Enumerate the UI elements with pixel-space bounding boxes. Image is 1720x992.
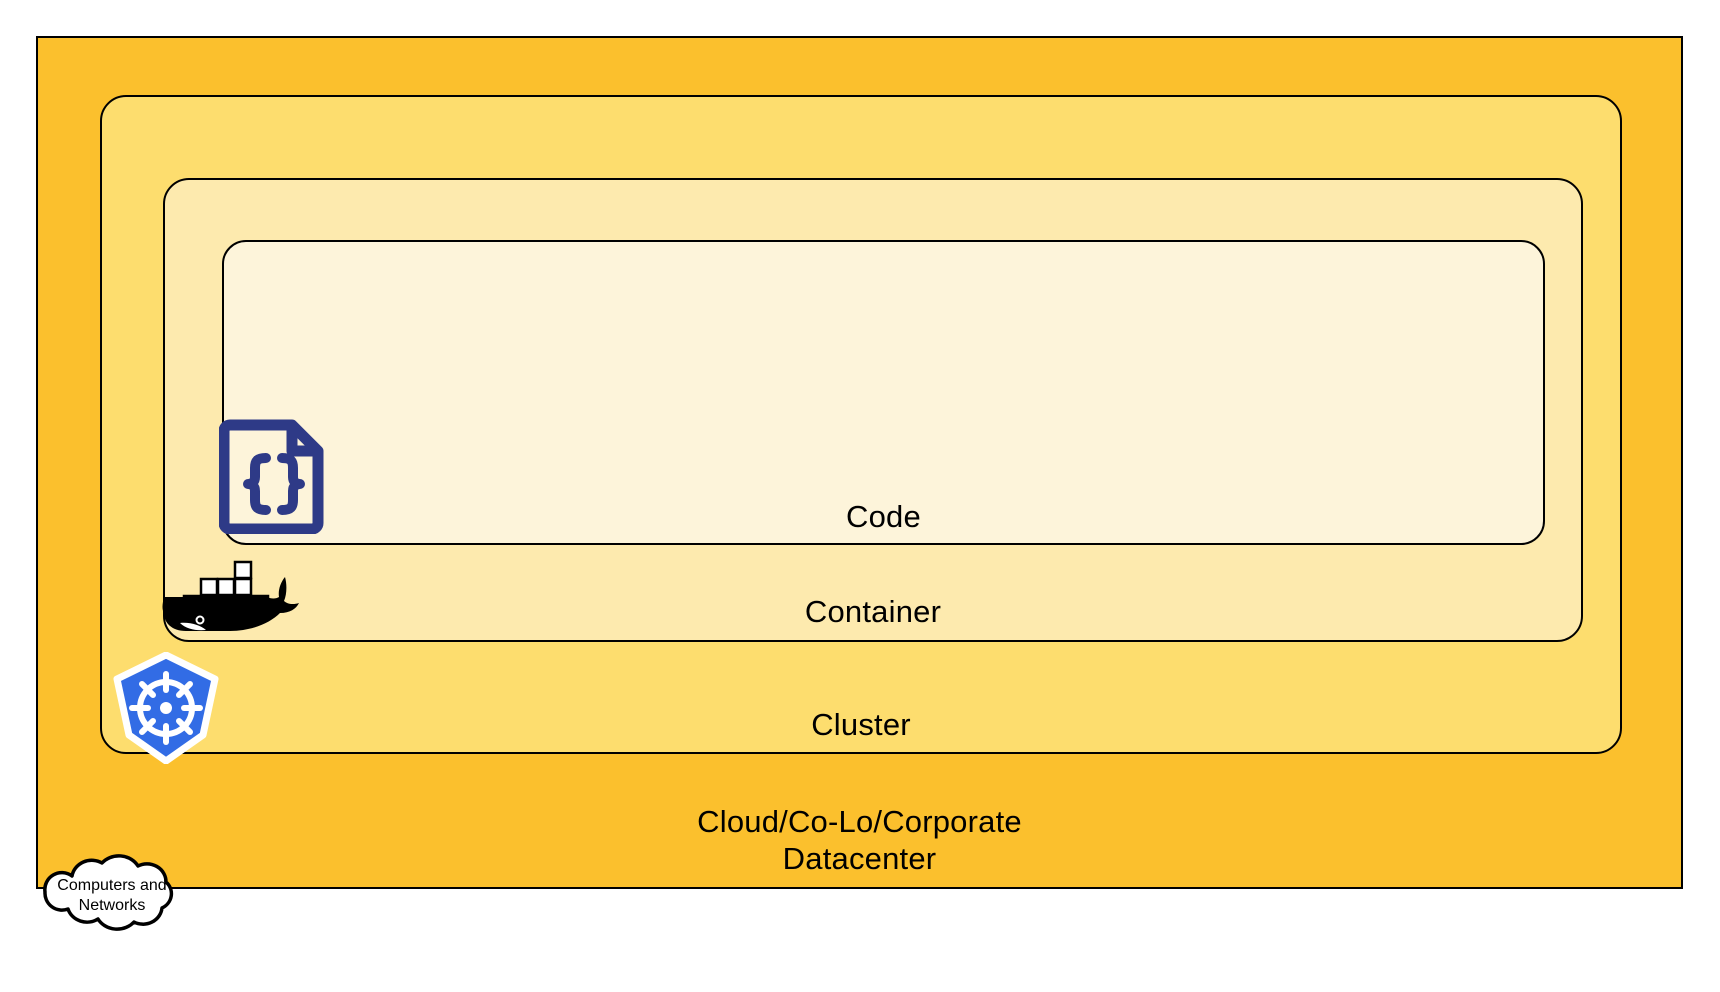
layer-code[interactable]: Code (222, 240, 1545, 545)
cloud-shape (43, 854, 174, 931)
kubernetes-helm-icon (113, 652, 219, 764)
layer-container-label: Container (804, 594, 942, 629)
layer-cluster-label: Cluster (811, 707, 911, 742)
docker-whale-icon (162, 560, 299, 631)
json-code-file-icon (219, 419, 324, 534)
layer-code-label: Code (846, 499, 921, 534)
layer-datacenter-label: Cloud/Co-Lo/Corporate Datacenter (697, 804, 1022, 876)
